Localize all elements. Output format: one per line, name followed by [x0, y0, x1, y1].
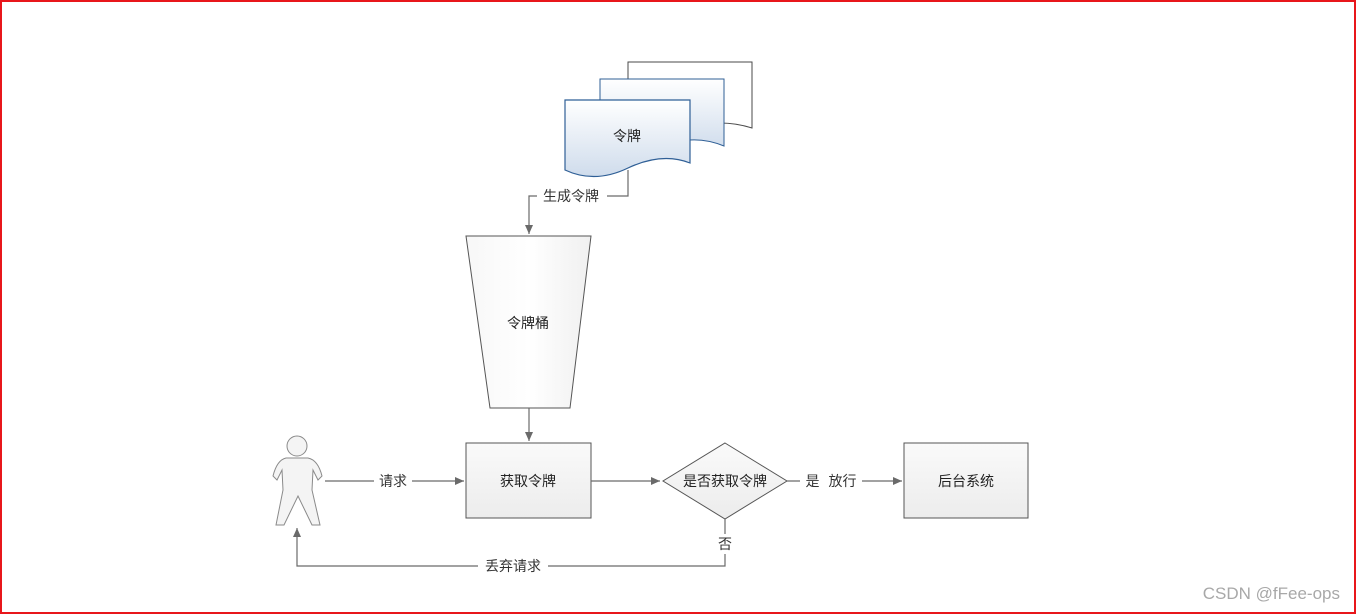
token-bucket-shape	[465, 235, 592, 409]
token-label: 令牌	[613, 128, 641, 145]
no-label-bg	[714, 534, 736, 554]
request-label: 请求	[379, 474, 407, 490]
get-token-label: 获取令牌	[500, 473, 556, 490]
yes-pass-label: 是 放行	[806, 474, 857, 490]
token-document-front	[564, 99, 691, 178]
generate-label-bg	[537, 186, 607, 206]
generate-token-label: 生成令牌	[543, 188, 599, 205]
backend-system-label: 后台系统	[938, 474, 994, 490]
discard-request-label: 丢弃请求	[485, 559, 541, 575]
decision-label: 是否获取令牌	[683, 473, 767, 490]
user-icon	[272, 435, 323, 526]
discard-label-bg	[478, 556, 548, 576]
csdn-watermark: CSDN @fFee-ops	[1203, 584, 1340, 603]
request-label-bg	[374, 471, 412, 491]
backend-system-box	[903, 442, 1029, 519]
token-bucket-label: 令牌桶	[507, 315, 549, 332]
yes-label-bg	[800, 471, 862, 491]
token-document-stack: 令牌	[564, 61, 753, 178]
no-label: 否	[718, 537, 732, 553]
